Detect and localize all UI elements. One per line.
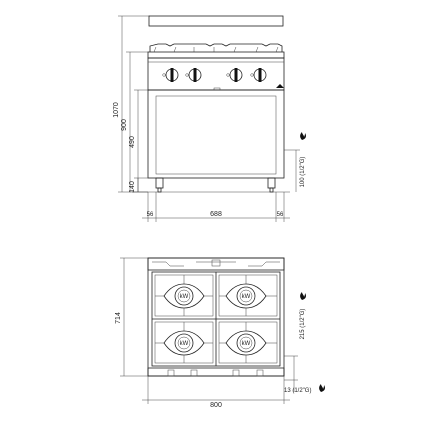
- top-depth-dimension: [120, 257, 148, 377]
- knob-1: [162, 68, 179, 82]
- dim-left-leg: 56: [147, 212, 154, 218]
- cabinet: [147, 89, 285, 179]
- rear-flue: [147, 257, 285, 271]
- control-knobs: [162, 68, 284, 91]
- burner-label: kW: [242, 294, 251, 300]
- dim-gas-offset: 13 (1/2"G): [284, 388, 311, 394]
- top-width-dimension: [142, 376, 290, 404]
- front-view: 1070 900 490 140 100 (1/2"G) 56 688 56: [113, 15, 306, 222]
- dim-width: 800: [210, 402, 222, 409]
- gas-height-dimension: [284, 149, 300, 192]
- front-knobs-top: [167, 369, 264, 377]
- burner-front-right: kW: [219, 322, 277, 363]
- top-gas-dimensions: [284, 355, 298, 392]
- burner-rear-left: kW: [155, 275, 213, 316]
- dim-gas-height: 100 (1/2"G): [300, 157, 306, 188]
- flame-icon: [319, 384, 325, 392]
- burner-label: kW: [242, 341, 251, 347]
- front-strip: [147, 367, 285, 377]
- burner-label: kW: [180, 294, 189, 300]
- burner-front-left: kW: [155, 322, 213, 363]
- top-view: kW kW kW kW 714: [115, 257, 325, 409]
- dim-total-height: 1070: [113, 102, 120, 118]
- burner-rear-right: kW: [219, 275, 277, 316]
- cabinet-opening: [155, 95, 277, 175]
- dim-gas-depth: 215 (1/2"G): [300, 309, 306, 340]
- dim-worktop-height: 900: [121, 119, 128, 131]
- dim-between-legs: 688: [210, 211, 222, 218]
- legs: [155, 177, 276, 193]
- dim-oven-height: 490: [129, 136, 136, 148]
- dim-leg-height: 140: [129, 181, 136, 193]
- flame-icon: [300, 132, 306, 140]
- backsplash: [148, 15, 284, 27]
- knob-2: [185, 68, 202, 82]
- burner-label: kW: [180, 341, 189, 347]
- front-vertical-dimensions: [118, 15, 150, 193]
- dim-depth: 714: [115, 312, 122, 324]
- knob-3: [226, 68, 243, 82]
- control-panel: [147, 57, 285, 91]
- worktop: [147, 51, 285, 59]
- knob-4: [250, 68, 267, 82]
- front-horizontal-dimensions: [142, 192, 290, 222]
- pan-supports: [149, 43, 283, 53]
- dim-right-leg: 56: [277, 212, 284, 218]
- flame-icon: [300, 292, 306, 300]
